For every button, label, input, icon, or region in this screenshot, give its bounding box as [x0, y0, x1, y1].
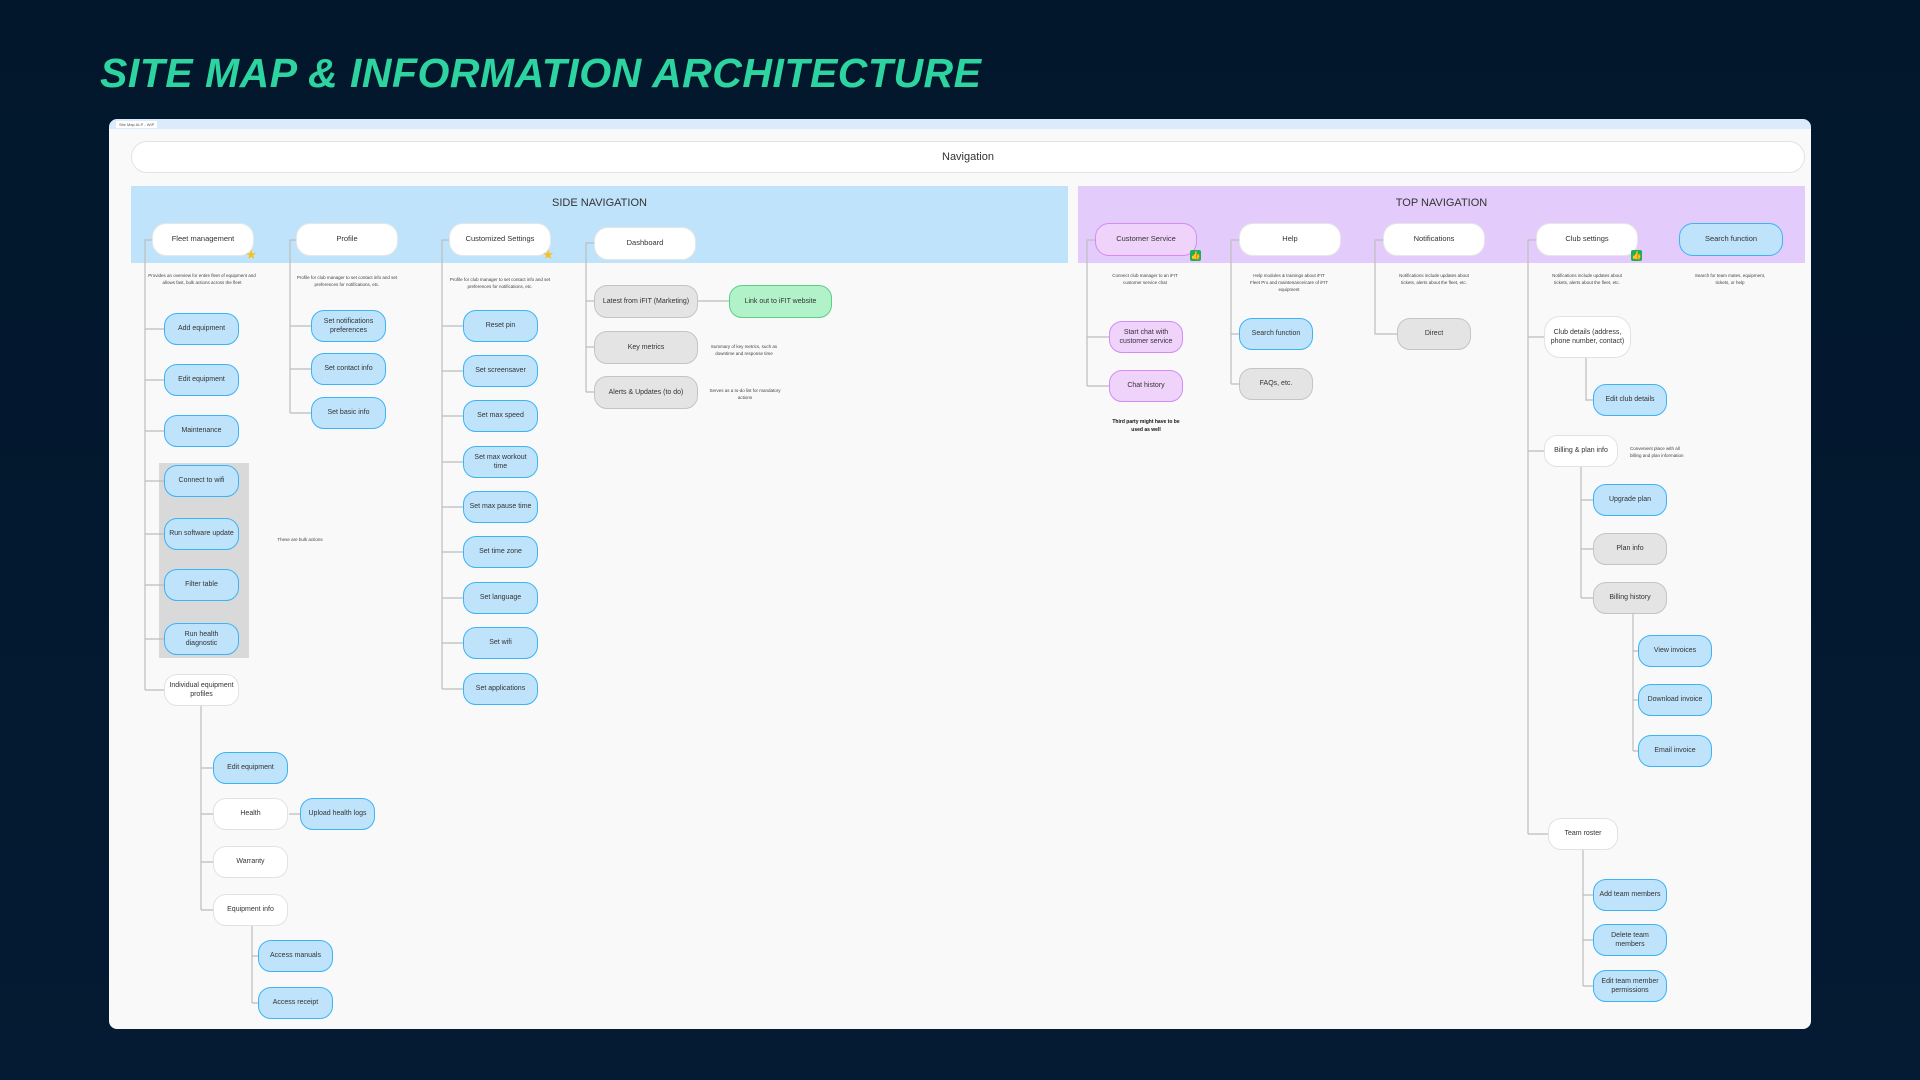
fleet-description: Provides an overview for entire fleet of… — [148, 273, 256, 285]
star-icon: ★ — [245, 247, 257, 262]
navigation-root: Navigation — [131, 141, 1805, 173]
star-icon: ★ — [542, 247, 554, 262]
setting-item: Set screensaver — [463, 355, 538, 387]
plan-info-node: Plan info — [1593, 533, 1667, 565]
upload-health-logs-node: Upload health logs — [300, 798, 375, 830]
profile-item: Set notifications preferences — [311, 310, 386, 342]
fleet-item: Run software update — [164, 518, 239, 550]
cs-item: Start chat with customer service — [1109, 321, 1183, 353]
alerts-description: Serves as a to-do list for mandatory act… — [709, 388, 781, 400]
setting-item: Set time zone — [463, 536, 538, 568]
profile-description: Profile for club manager to set contact … — [296, 275, 398, 287]
fleet-item: Edit equipment — [164, 364, 239, 396]
page-title: SITE MAP & INFORMATION ARCHITECTURE — [100, 50, 982, 96]
club-description: Notifications include updates about tick… — [1552, 273, 1622, 285]
roster-item: Add team members — [1593, 879, 1667, 911]
health-node: Health — [213, 798, 288, 830]
billing-history-node: Billing history — [1593, 582, 1667, 614]
help-item: FAQs, etc. — [1239, 368, 1313, 400]
help-description: Help modules & trainings about iFIT Flee… — [1249, 273, 1329, 292]
notifications-node: Notifications — [1383, 223, 1485, 256]
invoice-item: View invoices — [1638, 635, 1712, 667]
profile-node: Profile — [296, 223, 398, 256]
help-node: Help — [1239, 223, 1341, 256]
fleet-item: Run health diagnostic — [164, 623, 239, 655]
metrics-description: Summary of key metrics, such as downtime… — [710, 344, 778, 356]
custom-description: Profile for club manager to set contact … — [449, 277, 551, 289]
customized-settings-node: Customized Settings ★ — [449, 223, 554, 261]
invoice-item: Email invoice — [1638, 735, 1712, 767]
setting-item: Set max pause time — [463, 491, 538, 523]
team-roster-node: Team roster — [1548, 818, 1618, 850]
customized-settings-label: Customized Settings — [465, 234, 535, 244]
profile-item: Set basic info — [311, 397, 386, 429]
bulk-actions-note: These are bulk actions — [277, 537, 323, 542]
thumbs-up-icon: 👍 — [1631, 250, 1642, 261]
warranty-node: Warranty — [213, 846, 288, 878]
dashboard-item: Alerts & Updates (to do) — [594, 376, 698, 409]
thumbs-up-icon: 👍 — [1190, 250, 1201, 261]
upgrade-plan-node: Upgrade plan — [1593, 484, 1667, 516]
club-details-node: Club details (address, phone number, con… — [1544, 316, 1631, 358]
club-settings-node: Club settings 👍 — [1536, 223, 1642, 261]
setting-item: Set applications — [463, 673, 538, 705]
fleet-management-node: Fleet management ★ — [152, 223, 257, 261]
notification-item: Direct — [1397, 318, 1471, 350]
fleet-item: Maintenance — [164, 415, 239, 447]
cs-item: Chat history — [1109, 370, 1183, 402]
dashboard-item: Key metrics — [594, 331, 698, 364]
access-manuals-node: Access manuals — [258, 940, 333, 972]
cs-description: Connect club manager to an iFIT customer… — [1112, 273, 1178, 285]
search-function-node: Search function — [1679, 223, 1783, 256]
dashboard-item: Latest from iFIT (Marketing) — [594, 285, 698, 318]
fleet-item: Filter table — [164, 569, 239, 601]
fleet-item: Add equipment — [164, 313, 239, 345]
customer-service-node: Customer Service 👍 — [1095, 223, 1201, 261]
help-item: Search function — [1239, 318, 1313, 350]
fleet-item: Connect to wifi — [164, 465, 239, 497]
setting-item: Set max speed — [463, 400, 538, 432]
ifit-link-node: Link out to iFIT website — [729, 285, 832, 318]
side-navigation-label: SIDE NAVIGATION — [552, 197, 647, 209]
access-receipt-node: Access receipt — [258, 987, 333, 1019]
billing-node: Billing & plan info — [1544, 435, 1618, 467]
equipment-info-node: Equipment info — [213, 894, 288, 926]
setting-item: Reset pin — [463, 310, 538, 342]
setting-item: Set wifi — [463, 627, 538, 659]
setting-item: Set max workout time — [463, 446, 538, 478]
customer-service-label: Customer Service — [1116, 234, 1176, 244]
setting-item: Set language — [463, 582, 538, 614]
billing-description: Convenient place with all billing and pl… — [1630, 446, 1684, 458]
search-description: Search for team mates, equipment, ticket… — [1694, 273, 1766, 285]
fleet-management-label: Fleet management — [171, 234, 235, 244]
edit-club-details-node: Edit club details — [1593, 384, 1667, 416]
invoice-item: Download invoice — [1638, 684, 1712, 716]
individual-profiles-node: Individual equipment profiles — [164, 674, 239, 706]
board-tag: Site Map ALP - WIP — [116, 121, 158, 128]
profile-item: Set contact info — [311, 353, 386, 385]
roster-item: Edit team member permissions — [1593, 970, 1667, 1002]
sitemap-board — [109, 119, 1811, 1029]
club-settings-label: Club settings — [1565, 234, 1609, 244]
third-party-note: Third party might have to be used as wel… — [1112, 419, 1180, 433]
top-navigation-label: TOP NAVIGATION — [1395, 197, 1488, 209]
dashboard-node: Dashboard — [594, 227, 696, 260]
edit-equipment-node: Edit equipment — [213, 752, 288, 784]
roster-item: Delete team members — [1593, 924, 1667, 956]
notifications-description: Notifications include updates about tick… — [1399, 273, 1469, 285]
